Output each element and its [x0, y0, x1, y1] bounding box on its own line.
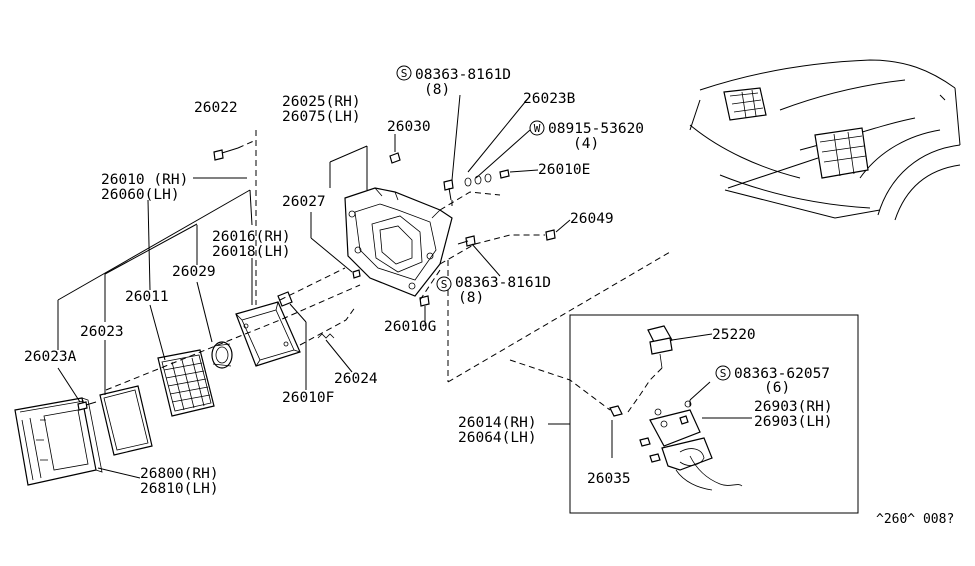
label-08915-53620: 08915-53620: [548, 121, 644, 137]
label-26014: 26014(RH): [458, 415, 537, 431]
label-26025: 26025(RH): [282, 94, 361, 110]
label-08363-62057-qty: (6): [764, 380, 790, 396]
label-26030: 26030: [387, 119, 431, 135]
label-26060: 26060(LH): [101, 187, 180, 203]
label-26023a: 26023A: [24, 349, 77, 365]
label-26029: 26029: [172, 264, 216, 280]
nut-icon: [419, 295, 430, 307]
label-26016: 26016(RH): [212, 229, 291, 245]
screw-symbol-icon: S: [396, 65, 412, 81]
label-26027: 26027: [282, 194, 326, 210]
retractor-motor-icon: [609, 400, 743, 491]
label-26049: 26049: [570, 211, 614, 227]
label-26011: 26011: [125, 289, 169, 305]
screw-icon: [443, 179, 454, 201]
label-08363-8161d-top: 08363-8161D: [415, 67, 511, 83]
washer-icon: [464, 169, 510, 187]
label-26010g: 26010G: [384, 319, 436, 335]
retaining-ring-icon: [99, 385, 153, 456]
detail-inset-box: [569, 314, 859, 514]
label-26022: 26022: [194, 100, 238, 116]
label-08363-qty-top: (8): [424, 82, 450, 98]
clip-icon: [389, 152, 401, 164]
label-26024: 26024: [334, 371, 378, 387]
headlamp-bezel-icon: [14, 397, 103, 486]
nut-icon: [352, 269, 361, 279]
label-26064: 26064(LH): [458, 430, 537, 446]
label-26018: 26018(LH): [212, 244, 291, 260]
svg-text:S: S: [720, 367, 727, 380]
screw-icon: [77, 401, 97, 411]
sealed-beam-icon: [157, 349, 215, 417]
label-26800: 26800(RH): [140, 466, 219, 482]
clip-icon: [277, 291, 293, 307]
label-25220: 25220: [712, 327, 756, 343]
socket-icon: [211, 341, 233, 369]
screw-symbol-icon: S: [715, 365, 731, 381]
spring-icon: [317, 333, 335, 339]
nut-icon: [545, 229, 556, 241]
car-front-icon: [689, 59, 961, 221]
label-26023b: 26023B: [523, 91, 576, 107]
label-26010e: 26010E: [538, 162, 590, 178]
label-26075: 26075(LH): [282, 109, 361, 125]
label-26903-rh: 26903(RH): [754, 399, 833, 415]
screw-icon: [213, 147, 239, 161]
label-26810: 26810(LH): [140, 481, 219, 497]
headlamp-housing-icon: [344, 187, 453, 297]
label-08363-62057: 08363-62057: [734, 366, 830, 382]
label-08363-8161d-mid: 08363-8161D: [455, 275, 551, 291]
label-26035: 26035: [587, 471, 631, 487]
svg-text:S: S: [401, 67, 408, 80]
label-26010: 26010 (RH): [101, 172, 188, 188]
label-26023: 26023: [80, 324, 124, 340]
label-26010f: 26010F: [282, 390, 334, 406]
label-08915-qty: (4): [573, 136, 599, 152]
relay-icon: [647, 325, 673, 369]
svg-text:S: S: [441, 278, 448, 291]
footer-code: ^260^ 008?: [876, 512, 954, 527]
label-08363-qty-mid: (8): [458, 290, 484, 306]
screw-symbol-icon: S: [436, 276, 452, 292]
label-26903-lh: 26903(LH): [754, 414, 833, 430]
washer-symbol-icon: W: [529, 120, 545, 136]
svg-text:W: W: [534, 122, 541, 135]
